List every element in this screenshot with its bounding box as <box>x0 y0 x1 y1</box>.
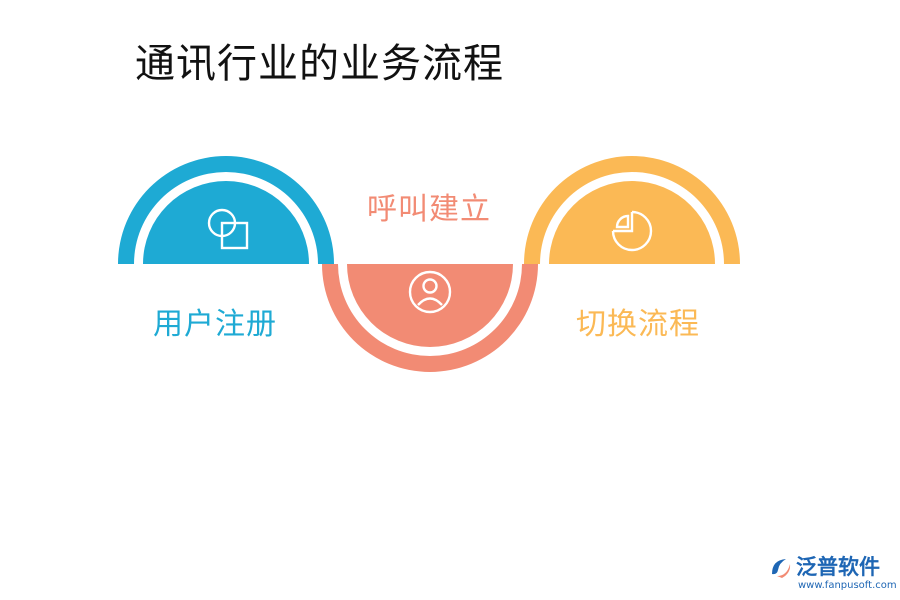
logo-mark-icon <box>772 559 791 578</box>
user-icon <box>408 270 452 314</box>
step-3-outer-arc <box>524 156 740 264</box>
logo-url: www.fanpusoft.com <box>798 580 897 591</box>
step-1-label: 用户注册 <box>153 307 277 342</box>
step-2-inner-half-disk <box>347 264 513 347</box>
step-3-shape <box>524 156 740 264</box>
shapes-icon <box>207 208 249 250</box>
step-3-label: 切换流程 <box>576 307 700 342</box>
step-2-shape <box>322 264 538 372</box>
page-title: 通讯行业的业务流程 <box>135 41 504 87</box>
brand-logo: 泛普软件 www.fanpusoft.com <box>768 554 897 596</box>
step-1-outer-arc <box>118 156 334 264</box>
step-2-label: 呼叫建立 <box>367 192 491 227</box>
step-2-outer-arc <box>322 264 538 372</box>
logo-name: 泛普软件 <box>796 555 880 579</box>
pie-chart-icon <box>611 210 653 252</box>
